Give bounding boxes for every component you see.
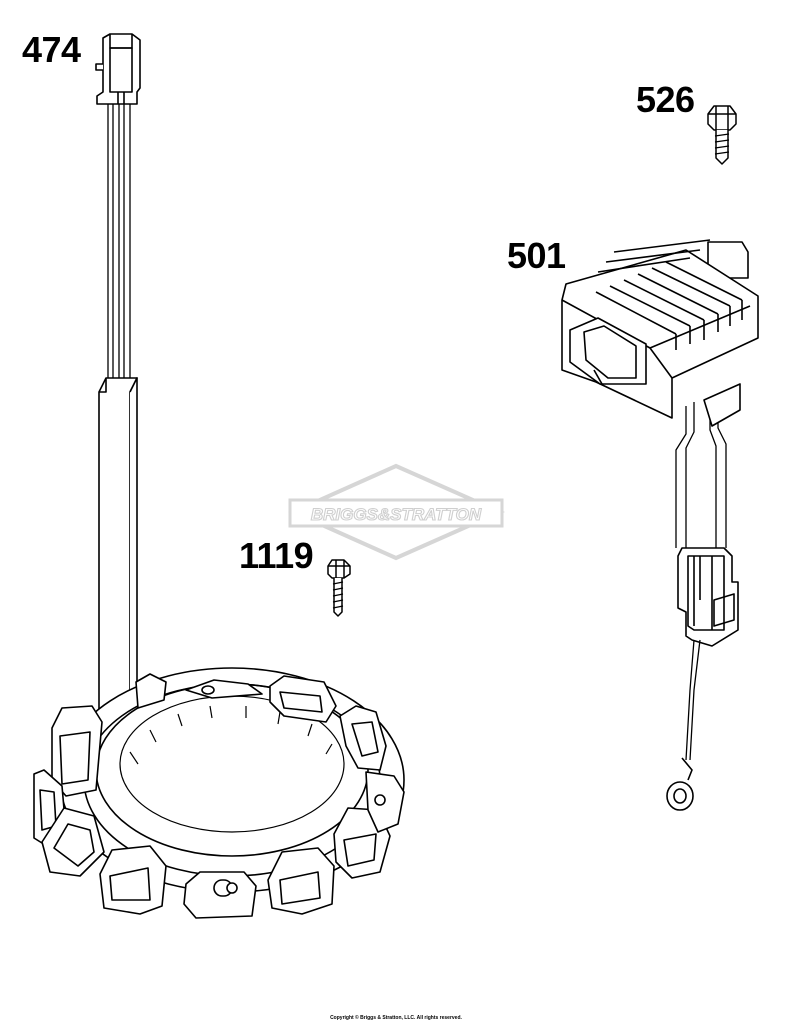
copyright-notice: Copyright © Briggs & Stratton, LLC. All … bbox=[330, 1015, 462, 1021]
regulator-501 bbox=[561, 239, 759, 811]
part-label-474: 474 bbox=[22, 29, 81, 70]
stator-harness-474 bbox=[95, 33, 143, 771]
brand-watermark: BRIGGS&STRATTON bbox=[288, 463, 505, 561]
watermark-text: BRIGGS&STRATTON bbox=[311, 505, 482, 524]
stator-ring bbox=[33, 667, 405, 919]
stator-coils bbox=[33, 673, 405, 919]
part-label-1119: 1119 bbox=[239, 535, 314, 576]
part-label-526: 526 bbox=[636, 79, 695, 120]
screw-1119 bbox=[327, 559, 351, 617]
screw-526 bbox=[707, 105, 737, 165]
part-label-501: 501 bbox=[507, 235, 566, 276]
